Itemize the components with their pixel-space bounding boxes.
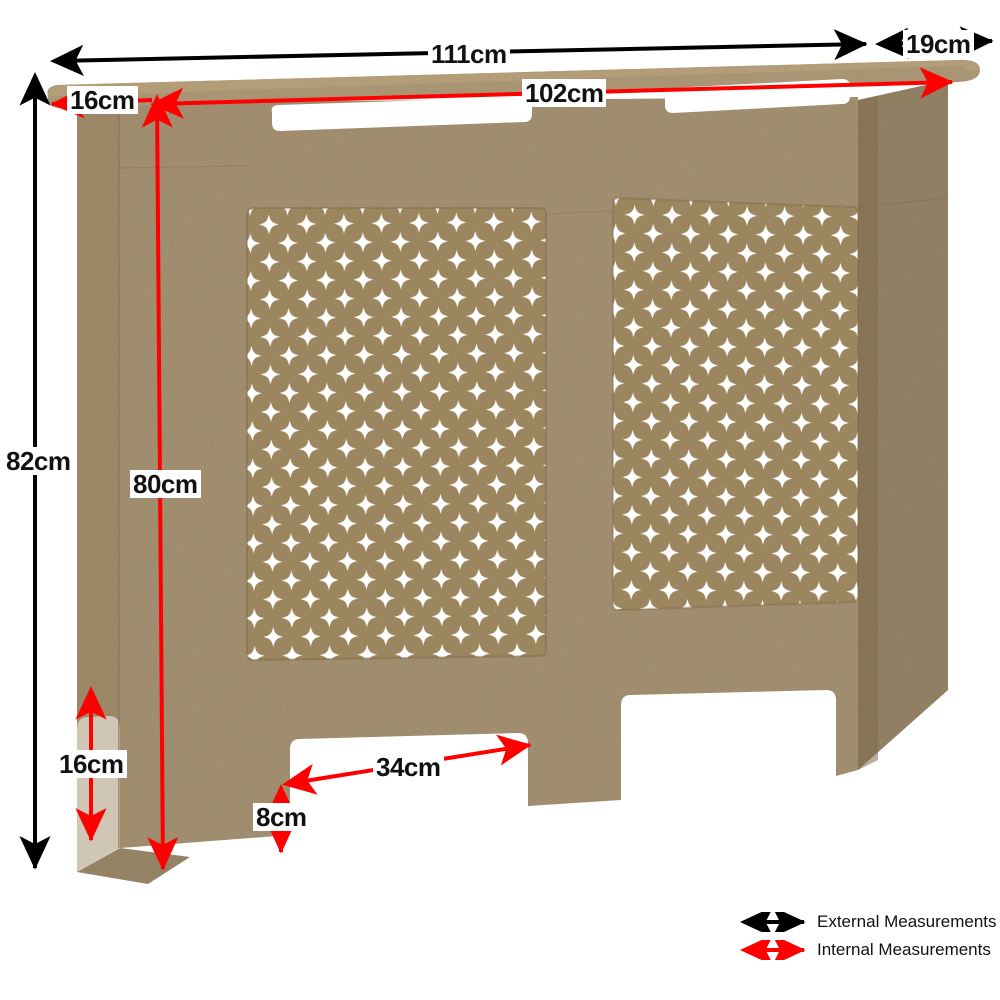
midline-seam-left xyxy=(118,165,248,169)
lattice-panel-right xyxy=(612,196,859,612)
measurement-legend: External Measurements Internal Measureme… xyxy=(735,908,997,964)
dim-label-8cm: 8cm xyxy=(253,803,310,831)
dim-label-111cm: 111cm xyxy=(428,40,510,68)
midline-seam-far-right xyxy=(857,197,949,208)
side-panel-right-shadow xyxy=(858,96,878,770)
legend-label-external: External Measurements xyxy=(817,912,997,931)
dim-label-34cm: 34cm xyxy=(373,753,444,781)
lattice-panel-left xyxy=(246,207,547,662)
internal-arrow-icon xyxy=(740,940,806,960)
dim-label-82cm: 82cm xyxy=(3,447,74,475)
external-arrow-icon xyxy=(740,912,806,932)
dim-label-16cm-leg: 16cm xyxy=(56,750,127,778)
left-face-shade xyxy=(77,101,119,872)
dim-label-80cm: 80cm xyxy=(130,470,201,498)
legend-row-internal: Internal Measurements xyxy=(735,936,995,964)
legend-label-internal: Internal Measurements xyxy=(817,940,991,959)
legend-row-external: External Measurements xyxy=(735,908,997,936)
dim-label-19cm: 19cm xyxy=(903,30,974,58)
dim-label-102cm: 102cm xyxy=(522,79,607,107)
dim-label-16cm-overhang: 16cm xyxy=(67,86,138,114)
side-panel-right xyxy=(858,80,948,770)
midline-seam-right xyxy=(545,210,614,215)
